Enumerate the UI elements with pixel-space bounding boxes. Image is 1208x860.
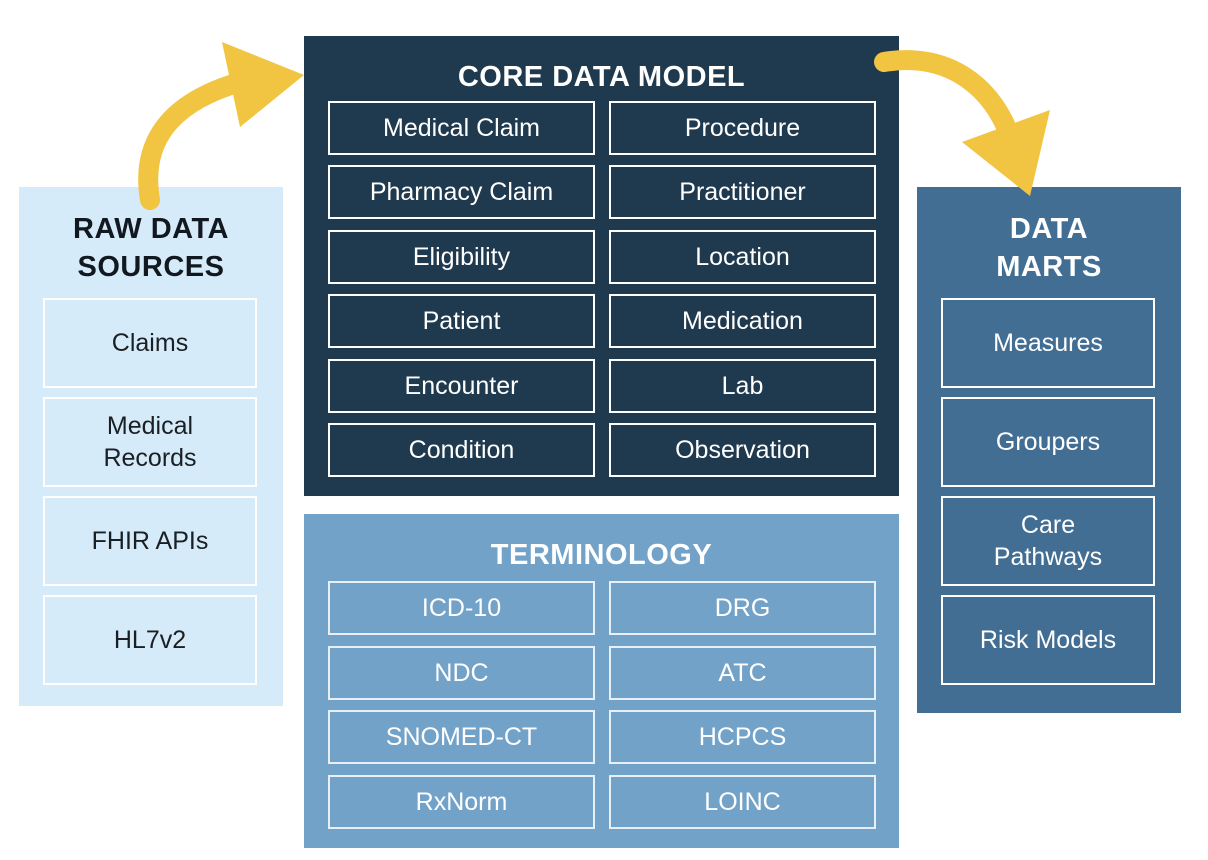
core-item-pharmacy-claim: Pharmacy Claim — [328, 165, 595, 219]
raw-to-core-arrow-icon — [138, 42, 304, 210]
terminology-item-icd-10: ICD-10 — [328, 581, 595, 635]
core-to-marts-arrow-icon — [874, 50, 1050, 196]
data-mart-measures: Measures — [941, 298, 1155, 388]
core-item-medication: Medication — [609, 294, 876, 348]
core-data-model-panel: CORE DATA MODEL Medical Claim Procedure … — [304, 36, 899, 496]
data-marts-title: DATA MARTS — [917, 210, 1181, 286]
core-item-observation: Observation — [609, 423, 876, 477]
core-item-procedure: Procedure — [609, 101, 876, 155]
marts-title-line-1: DATA — [1009, 213, 1089, 245]
raw-source-fhir-apis: FHIR APIs — [43, 496, 257, 586]
terminology-panel: TERMINOLOGY ICD-10 DRG NDC ATC SNOMED-CT… — [304, 514, 899, 848]
core-item-medical-claim: Medical Claim — [328, 101, 595, 155]
terminology-item-rxnorm: RxNorm — [328, 775, 595, 829]
raw-source-claims: Claims — [43, 298, 257, 388]
core-item-encounter: Encounter — [328, 359, 595, 413]
core-item-patient: Patient — [328, 294, 595, 348]
raw-data-sources-panel: RAW DATA SOURCES Claims Medical Records … — [19, 187, 283, 706]
raw-title-line-2: SOURCES — [77, 251, 225, 283]
raw-title-line-1: RAW DATA — [73, 213, 229, 245]
core-item-practitioner: Practitioner — [609, 165, 876, 219]
terminology-item-snomed-ct: SNOMED-CT — [328, 710, 595, 764]
raw-source-medical-records: Medical Records — [43, 397, 257, 487]
terminology-title: TERMINOLOGY — [490, 539, 713, 571]
raw-data-sources-title: RAW DATA SOURCES — [19, 210, 283, 286]
core-item-condition: Condition — [328, 423, 595, 477]
core-item-location: Location — [609, 230, 876, 284]
marts-title-line-2: MARTS — [996, 251, 1102, 283]
terminology-item-loinc: LOINC — [609, 775, 876, 829]
data-mart-risk-models: Risk Models — [941, 595, 1155, 685]
terminology-item-hcpcs: HCPCS — [609, 710, 876, 764]
data-mart-care-pathways: Care Pathways — [941, 496, 1155, 586]
terminology-item-atc: ATC — [609, 646, 876, 700]
data-mart-groupers: Groupers — [941, 397, 1155, 487]
core-data-model-title: CORE DATA MODEL — [457, 61, 746, 93]
data-marts-panel: DATA MARTS Measures Groupers Care Pathwa… — [917, 187, 1181, 713]
core-item-lab: Lab — [609, 359, 876, 413]
terminology-item-drg: DRG — [609, 581, 876, 635]
core-item-eligibility: Eligibility — [328, 230, 595, 284]
terminology-item-ndc: NDC — [328, 646, 595, 700]
raw-source-hl7v2: HL7v2 — [43, 595, 257, 685]
